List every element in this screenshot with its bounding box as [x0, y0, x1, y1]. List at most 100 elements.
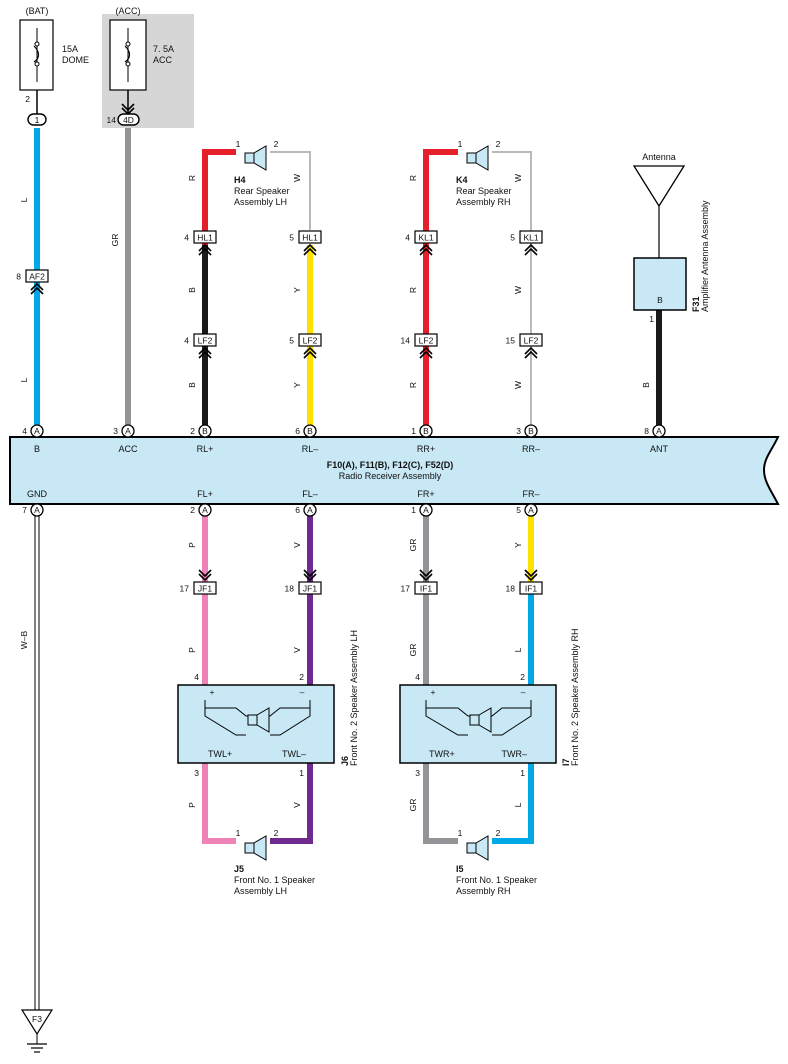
radio-pin: A4B [22, 424, 44, 454]
pin-label: RR– [522, 444, 540, 454]
pin-connector: B [528, 426, 534, 436]
i7-name: Front No. 2 Speaker Assembly RH [570, 628, 580, 766]
pin-number: 7 [22, 505, 27, 515]
connector-hl1a: HL1 4 [184, 230, 217, 256]
i5-name1: Front No. 1 Speaker [456, 875, 537, 885]
j6-out-minus: TWL– [282, 749, 306, 759]
connector-label: HL1 [197, 233, 213, 243]
wire-color-label: L [19, 377, 29, 382]
i5-pin2: 2 [496, 828, 501, 838]
wire-color-label: V [292, 802, 302, 808]
wire-color-label: Y [513, 542, 523, 548]
radio-name: Radio Receiver Assembly [339, 471, 442, 481]
pin-number: 8 [644, 426, 649, 436]
radio-receiver: F10(A), F11(B), F12(C), F52(D) Radio Rec… [9, 436, 780, 505]
ground-icon [20, 1009, 54, 1036]
wire-color-label: R [408, 175, 418, 181]
connector-label: KL1 [523, 233, 538, 243]
pin-connector: A [125, 426, 131, 436]
antenna-label: Antenna [642, 152, 676, 162]
pin-connector: A [656, 426, 662, 436]
dome-rating: 15A [62, 44, 78, 54]
dome-pin: 2 [25, 94, 30, 104]
j5-id: J5 [234, 864, 244, 874]
pin-label: GND [27, 489, 48, 499]
j6-pin-in2: 2 [299, 672, 304, 682]
rear-lh-pin2: 2 [274, 139, 279, 149]
wire-twl-minus-v [270, 763, 313, 844]
pin-connector: B [423, 426, 429, 436]
rear-speaker-lh: 1 2 H4 Rear Speaker Assembly LH [234, 139, 290, 207]
rear-speaker-rh: 1 2 K4 Rear Speaker Assembly RH [456, 139, 512, 207]
j6-out-plus: TWL+ [208, 749, 232, 759]
wire-color-label: W [513, 174, 523, 182]
connector-label: LF2 [303, 336, 318, 346]
fuse-acc: (ACC) 7. 5A ACC 14 4D [107, 6, 174, 126]
speaker-icon [466, 835, 489, 861]
j6-id: J6 [340, 756, 350, 766]
fuse-dome: (BAT) 15A DOME 2 1 [19, 6, 89, 126]
wire-color-label: R [187, 175, 197, 181]
i5-pin1: 1 [458, 828, 463, 838]
amp-id: F31 [691, 296, 701, 312]
wire-color-label: V [292, 647, 302, 653]
pin-number: 2 [190, 426, 195, 436]
antenna: Antenna B 1 F31 Amplifier Antenna Assemb… [632, 152, 710, 324]
pin-number: 3 [113, 426, 118, 436]
connector-pin: 4 [184, 233, 189, 243]
connector-pin: 5 [289, 233, 294, 243]
pin-connector: A [202, 505, 208, 515]
wire-color-label: P [187, 542, 197, 548]
pin-label: RL– [302, 444, 319, 454]
pin-number: 6 [295, 505, 300, 515]
connector-pin: 4 [405, 233, 410, 243]
connector-label: JF1 [303, 584, 317, 594]
j6-minus: – [300, 687, 305, 697]
pin-connector: B [307, 426, 313, 436]
wire-color-label: R [408, 287, 418, 293]
front-no2-speaker-rh: + – TWR+ TWR– 4 2 3 1 I7 Front No. 2 Spe… [399, 628, 580, 778]
pin-number: 1 [411, 426, 416, 436]
connector-pin: 8 [16, 272, 21, 282]
rear-rh-pin1: 1 [458, 139, 463, 149]
connector-label: IF1 [420, 584, 433, 594]
i5-name2: Assembly RH [456, 886, 511, 896]
wire-color-label: P [187, 647, 197, 653]
wire-color-label: L [513, 802, 523, 807]
connector-af2: AF2 8 [16, 269, 49, 295]
amplifier-antenna-box [633, 257, 687, 311]
connector-label: KL1 [418, 233, 433, 243]
pin-connector: A [34, 426, 40, 436]
j5-pin2: 2 [274, 828, 279, 838]
wire-color-label: Y [292, 382, 302, 388]
j5-name1: Front No. 1 Speaker [234, 875, 315, 885]
ground-label: F3 [32, 1014, 42, 1024]
j6-pin-out2: 1 [299, 768, 304, 778]
pin-label: RL+ [197, 444, 214, 454]
connector-label: AF2 [29, 272, 45, 282]
wire-color-label: L [19, 197, 29, 202]
connector-label: LF2 [524, 336, 539, 346]
radio-receiver-body [9, 436, 780, 505]
pin-label: ANT [650, 444, 669, 454]
dome-connector: 1 [35, 115, 40, 125]
acc-source-label: (ACC) [116, 6, 141, 16]
wire-color-label: W [513, 381, 523, 389]
rear-lh-name1: Rear Speaker [234, 186, 290, 196]
wire-color-label: B [641, 382, 651, 388]
pin-label: FR+ [417, 489, 434, 499]
wire-rl-plus-r [202, 149, 236, 425]
wire-color-label: R [408, 382, 418, 388]
connector-pin: 5 [289, 336, 294, 346]
i7-plus: + [431, 687, 436, 697]
front-no1-speaker-lh: 1 2 J5 Front No. 1 Speaker Assembly LH [234, 828, 315, 896]
connector-label: IF1 [525, 584, 538, 594]
wire-color-label: B [187, 382, 197, 388]
acc-connector: 4D [123, 115, 134, 125]
